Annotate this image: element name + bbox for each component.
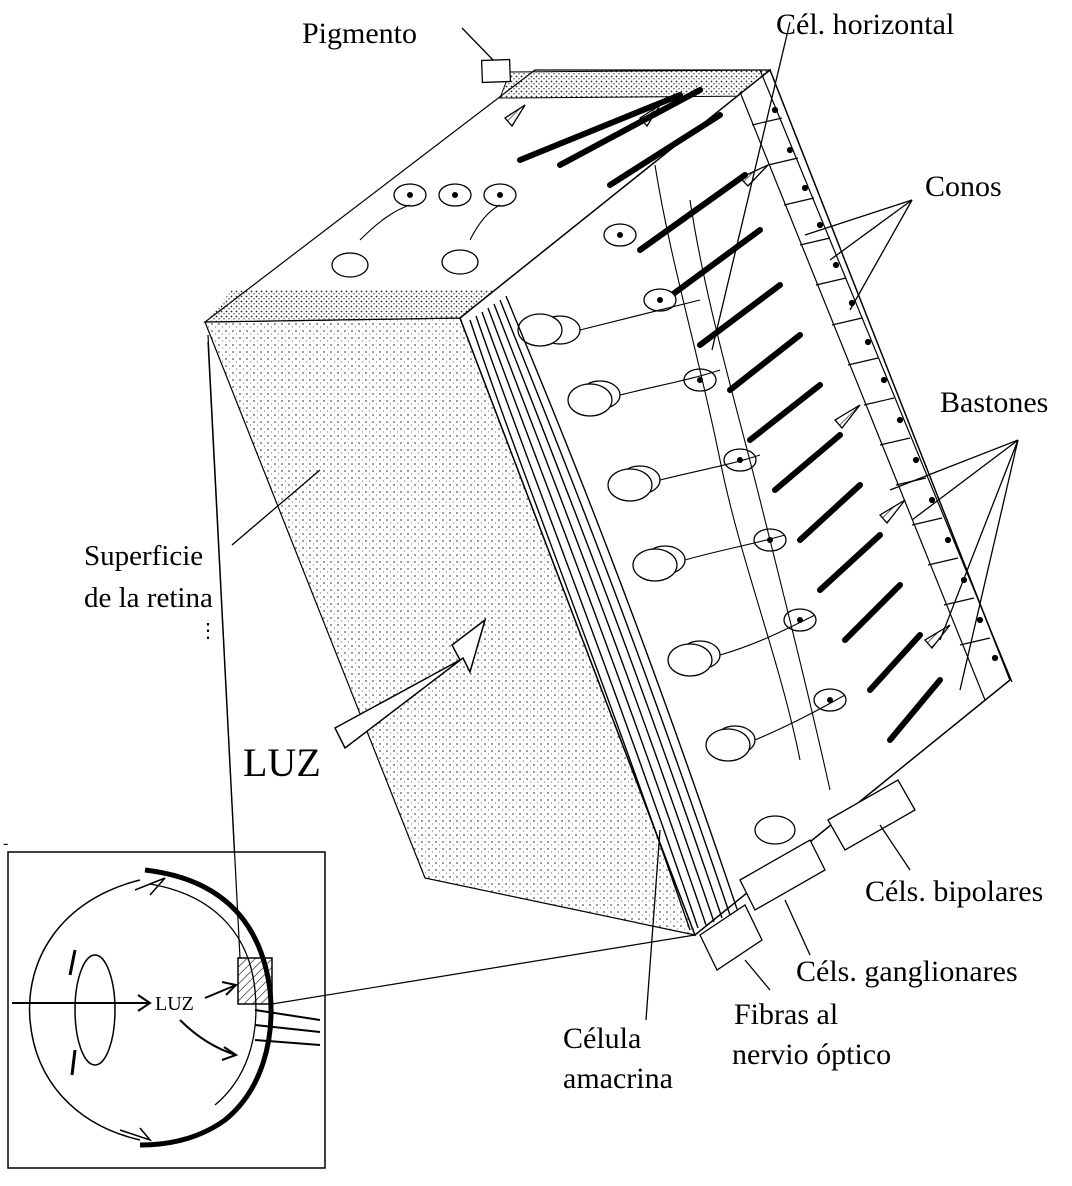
- label-pigmento: Pigmento: [302, 17, 418, 50]
- label-cels-bipolares: Céls. bipolares: [865, 875, 1044, 908]
- optic-fibers: [469, 295, 739, 931]
- eye-inset-frame: [7, 851, 326, 1169]
- label-luz: LUZ: [243, 740, 321, 785]
- label-superficie-line2: de la retina: [84, 582, 213, 614]
- layer-brackets: [699, 779, 916, 991]
- label-celula-line2: amacrina: [563, 1062, 673, 1095]
- ganglion-cells: [517, 313, 751, 762]
- cell-processes: [359, 164, 846, 791]
- label-cels-ganglionares: Céls. ganglionares: [796, 955, 1018, 988]
- ellipsis-mark: ⋮: [198, 620, 218, 642]
- label-cel-horizontal: Cél. horizontal: [776, 8, 955, 41]
- pigment-band-top: [205, 290, 495, 322]
- dash-mark: -: [3, 835, 8, 852]
- label-fibras-line2: nervio óptico: [732, 1038, 892, 1071]
- label-celula-line1: Célula: [563, 1022, 642, 1055]
- pigment-band-back: [499, 69, 771, 99]
- label-conos: Conos: [925, 170, 1002, 203]
- label-superficie-line1: Superficie: [84, 540, 204, 572]
- inset-connectors: [207, 334, 696, 1005]
- label-fibras-line1: Fibras al: [734, 998, 839, 1031]
- retina-patch-marker: [237, 957, 273, 1005]
- label-luz-inset: LUZ: [155, 993, 194, 1015]
- label-bastones: Bastones: [940, 386, 1049, 419]
- light-arrow: [334, 618, 487, 750]
- inset-light-arrows: [12, 981, 239, 1061]
- retina-side-face: [459, 68, 1011, 937]
